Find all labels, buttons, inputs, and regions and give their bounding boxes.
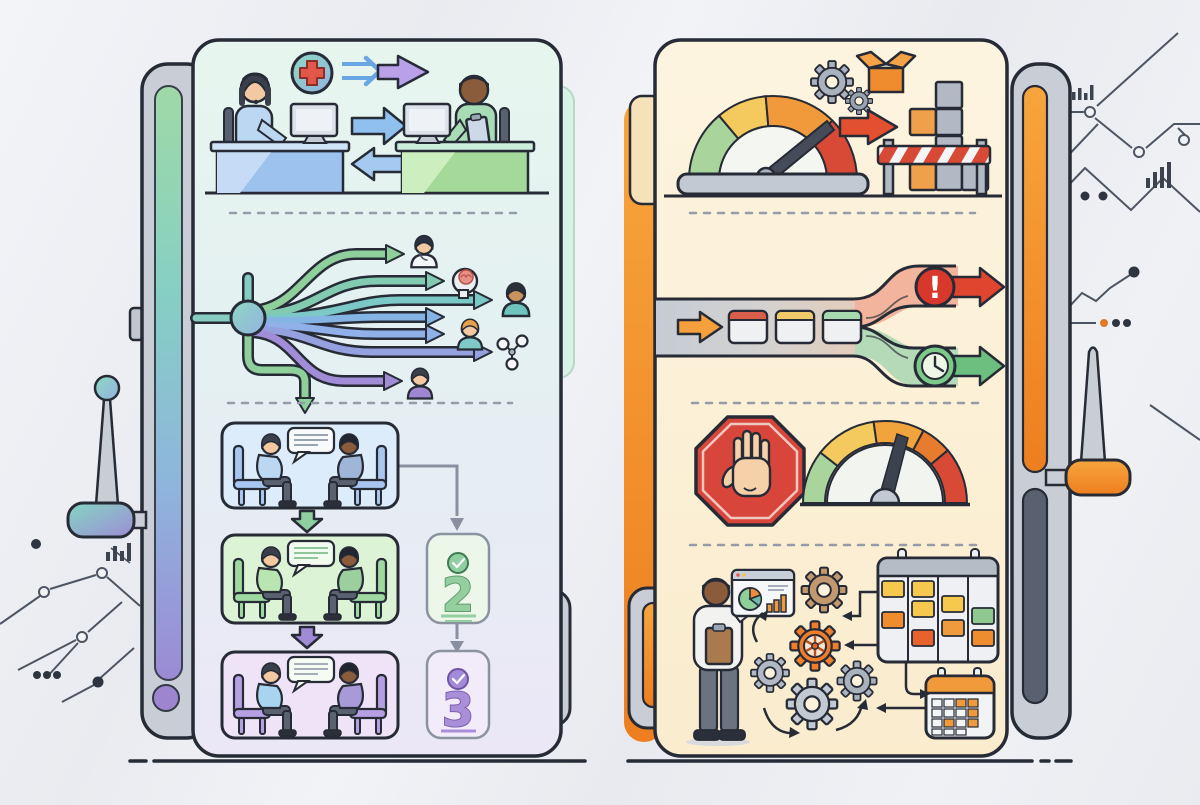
- risk-arrow-icon: [950, 266, 1006, 308]
- pressure-arrow-icon: [838, 108, 899, 146]
- clipboard-icon: [704, 623, 734, 666]
- left-accent-bar: [154, 85, 183, 681]
- right-dark-pill: [1021, 487, 1049, 705]
- overload-scene: [664, 50, 1002, 198]
- lever-handle: [1064, 458, 1132, 497]
- speech-bubble-icon: [286, 655, 336, 694]
- task-cards-icon: [727, 309, 863, 345]
- conversation-steps: 2 3: [220, 421, 491, 740]
- monitor-icon: [402, 102, 452, 144]
- bar-glyph-icon: [106, 543, 131, 561]
- decor-left: [0, 539, 141, 703]
- step-badge-2: 2: [425, 532, 491, 625]
- speech-bubble-icon: [286, 426, 336, 465]
- bar-glyph-icon: [1072, 85, 1094, 100]
- check-icon: [447, 668, 469, 690]
- clock-icon: [913, 344, 957, 388]
- check-icon: [447, 552, 469, 574]
- lever-pole: [94, 393, 120, 507]
- stop-hand-icon: [694, 415, 806, 527]
- reception-scene: [205, 51, 549, 195]
- process-connectors: [852, 590, 926, 710]
- alert-label: !: [928, 271, 942, 306]
- conversation-box-1: [220, 421, 400, 510]
- transfer-arrows-icon: [342, 54, 430, 182]
- medical-cross-icon: [290, 51, 334, 95]
- barrier-icon: [876, 138, 992, 196]
- gear-cluster-icon: [750, 566, 878, 738]
- right-accent-bar: [1021, 84, 1049, 474]
- ok-arrow-icon: [950, 345, 1006, 387]
- dashboard-icon: [730, 568, 796, 618]
- planning-scene: [686, 548, 1000, 746]
- package-icon: [855, 50, 917, 94]
- molecule-icon: [496, 334, 529, 371]
- lever-handle: [66, 501, 136, 539]
- down-arrow: [290, 509, 324, 534]
- lever-pole: [1079, 346, 1107, 464]
- step-badge-3: 3: [425, 649, 491, 740]
- alert-icon: !: [914, 266, 956, 308]
- reception-desk-left: [209, 140, 351, 195]
- left-lever[interactable]: [66, 374, 148, 539]
- kanban-icon: [876, 548, 1000, 664]
- background-network-decoration: [0, 32, 1200, 703]
- left-panel: 2 3: [190, 38, 563, 758]
- doctor-icon: [410, 234, 438, 269]
- gauge-icon: [800, 420, 970, 507]
- step-number: 2: [442, 568, 474, 622]
- conversation-box-2: [220, 533, 400, 625]
- intake-arrow-icon: [676, 310, 724, 344]
- monitor-icon: [289, 102, 339, 144]
- lever-ball: [93, 374, 121, 402]
- reception-desk-right: [394, 140, 536, 195]
- speedometer-icon: [676, 94, 870, 196]
- conversation-box-3: [220, 650, 400, 740]
- down-arrow: [290, 625, 324, 650]
- speech-bubble-icon: [286, 539, 336, 578]
- triage-hub-icon: [229, 299, 267, 337]
- triage-branching: [190, 234, 531, 414]
- stop-gauge-scene: [694, 415, 970, 527]
- calendar-icon: [924, 667, 996, 740]
- left-rail-knob: [152, 684, 180, 712]
- pipeline-split-scene: !: [656, 264, 1006, 388]
- bar-glyph-icon: [1146, 162, 1171, 188]
- right-lever[interactable]: [1044, 346, 1132, 497]
- gear-icon: [810, 60, 854, 104]
- brain-icon: [451, 267, 479, 299]
- decor-right: [1061, 32, 1200, 441]
- step-number: 3: [442, 683, 474, 737]
- right-panel: !: [653, 38, 1009, 758]
- analyst-figure: [686, 577, 767, 746]
